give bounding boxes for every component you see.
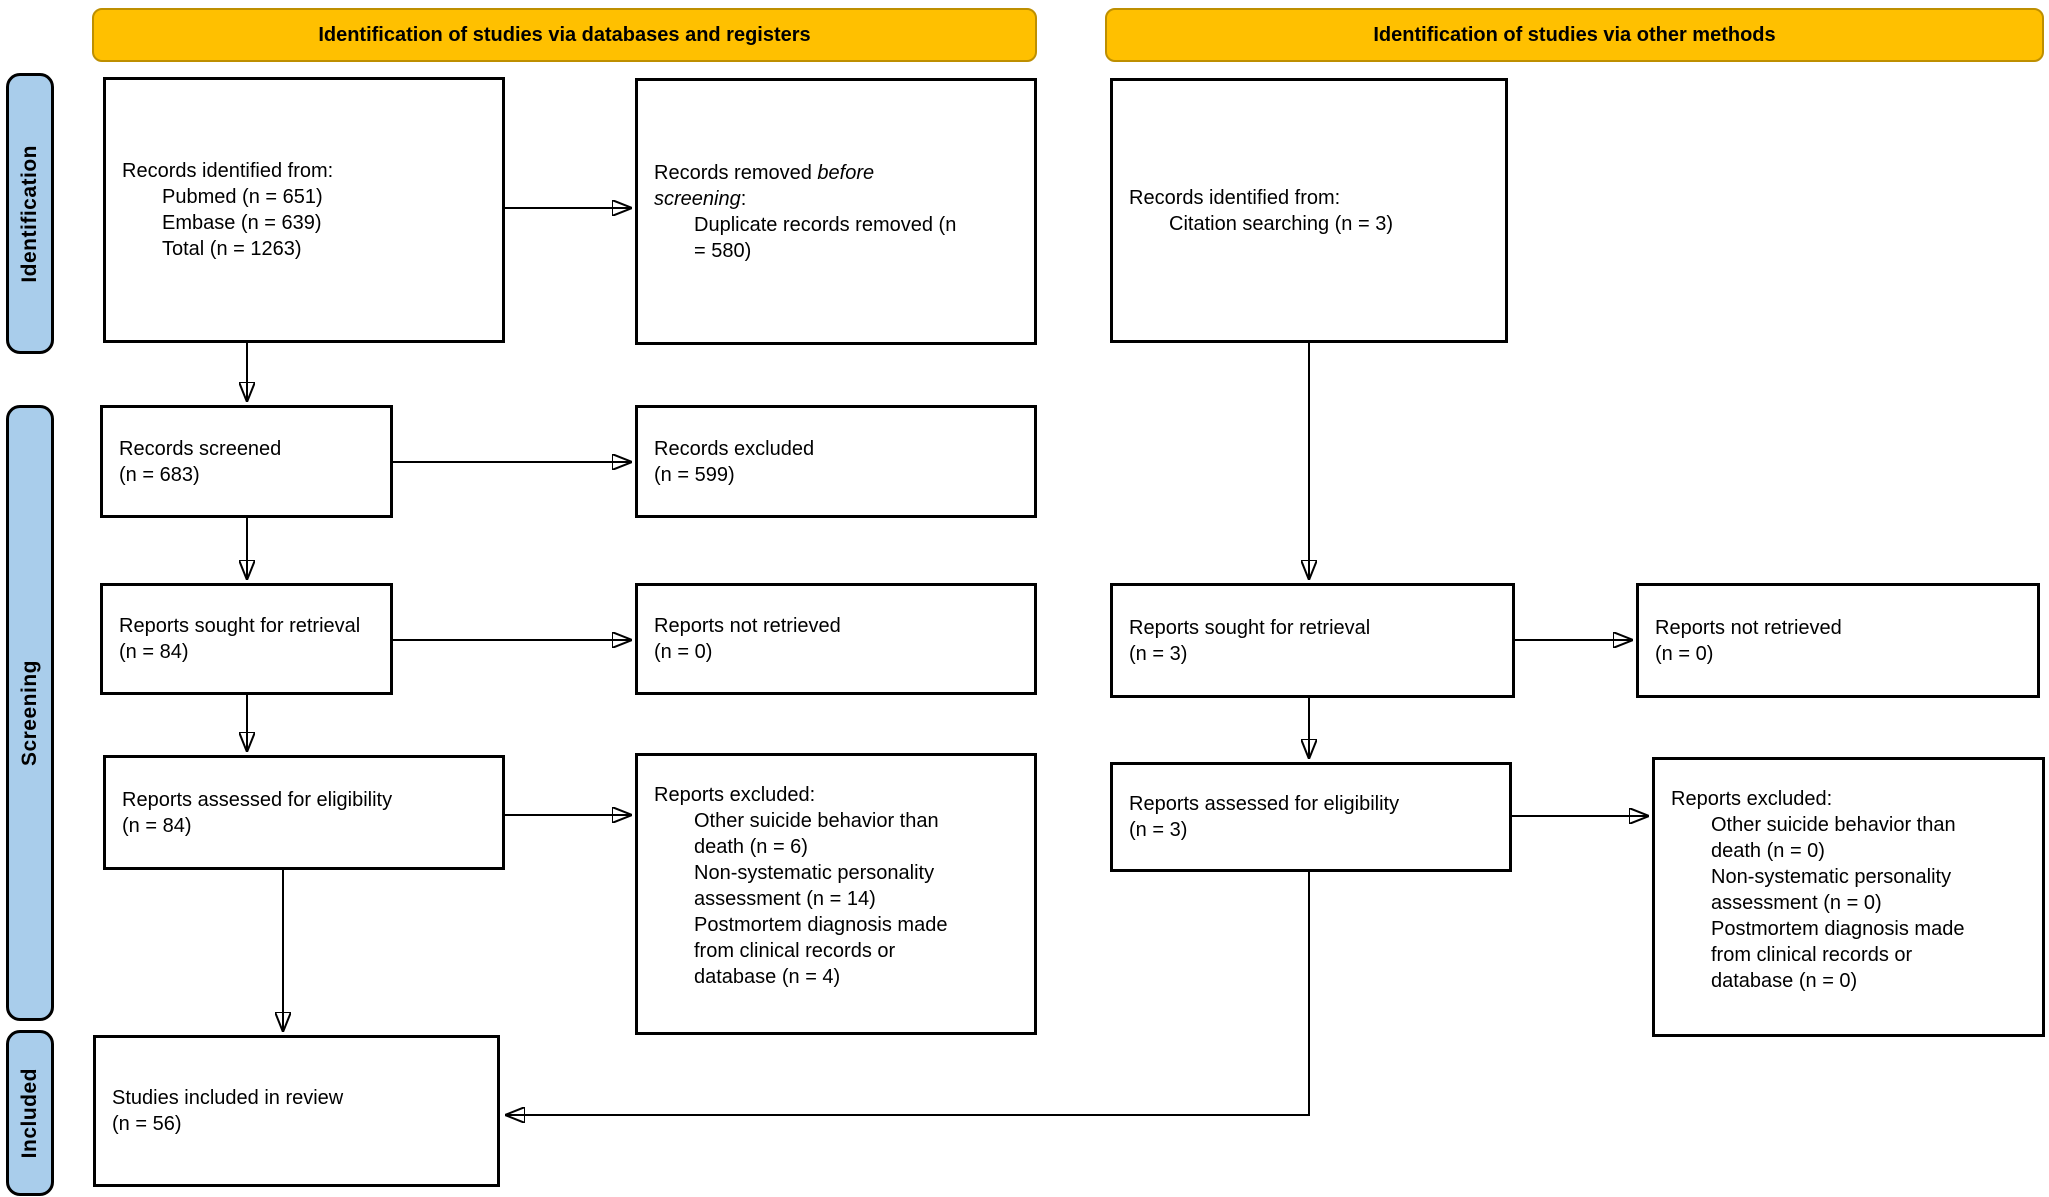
- records-removed-line2-italic: screening: [654, 187, 741, 210]
- box-reports-assessed-databases: Reports assessed for eligibility (n = 84…: [103, 755, 505, 870]
- records-removed-line2-post: :: [740, 187, 747, 210]
- box-reports-not-retrieved-other: Reports not retrieved (n = 0): [1636, 583, 2040, 698]
- db-sought-count: (n = 84): [119, 641, 189, 663]
- box-reports-assessed-other: Reports assessed for eligibility (n = 3): [1110, 762, 1512, 872]
- header-other-methods-label: Identification of studies via other meth…: [1373, 23, 1776, 46]
- records-screened-count: (n = 683): [119, 463, 200, 486]
- other-sought-title: Reports sought for retrieval: [1129, 616, 1371, 639]
- other-not-retrieved-title: Reports not retrieved: [1655, 616, 1842, 639]
- other-assessed-count: (n = 3): [1129, 819, 1188, 841]
- db-assessed-title: Reports assessed for eligibility: [122, 788, 393, 811]
- box-studies-included: Studies included in review (n = 56): [93, 1035, 500, 1187]
- db-excluded-reason-3: Postmortem diagnosis made from clinical …: [694, 914, 948, 988]
- box-records-screened: Records screened (n = 683): [100, 405, 393, 518]
- other-sought-count: (n = 3): [1129, 642, 1188, 665]
- records-identified-total: Total (n = 1263): [162, 238, 302, 260]
- box-reports-sought-databases: Reports sought for retrieval (n = 84): [100, 583, 393, 695]
- box-reports-excluded-databases: Reports excluded: Other suicide behavior…: [635, 753, 1037, 1035]
- stage-label-screening-text: Screening: [18, 659, 41, 767]
- included-title: Studies included in review: [112, 1087, 344, 1109]
- other-reports-excluded-title: Reports excluded:: [1671, 788, 1833, 810]
- records-removed-line1-pre: Records removed: [654, 161, 818, 184]
- db-excluded-reason-2: Non-systematic personality assessment (n…: [694, 862, 935, 910]
- stage-label-included: Included: [6, 1030, 54, 1196]
- box-reports-excluded-other: Reports excluded: Other suicide behavior…: [1652, 757, 2045, 1037]
- db-excluded-reason-1: Other suicide behavior than death (n = 6…: [694, 810, 939, 858]
- db-reports-excluded-title: Reports excluded:: [654, 784, 816, 806]
- header-databases-registers-label: Identification of studies via databases …: [318, 23, 811, 46]
- records-removed-duplicates: Duplicate records removed (n = 580): [694, 213, 957, 262]
- stage-label-identification-text: Identification: [18, 144, 41, 283]
- box-reports-not-retrieved-databases: Reports not retrieved (n = 0): [635, 583, 1037, 695]
- records-excluded-count: (n = 599): [654, 463, 735, 486]
- header-databases-registers: Identification of studies via databases …: [92, 8, 1037, 62]
- box-records-identified-databases: Records identified from: Pubmed (n = 651…: [103, 77, 505, 343]
- box-records-identified-other: Records identified from: Citation search…: [1110, 78, 1508, 343]
- db-assessed-count: (n = 84): [122, 814, 192, 837]
- records-identified-pubmed: Pubmed (n = 651): [162, 186, 323, 208]
- records-removed-line1: Records removed before: [654, 160, 1024, 186]
- records-removed-line2: screening:: [654, 186, 1024, 212]
- box-records-removed-before-screening: Records removed before screening: Duplic…: [635, 78, 1037, 345]
- records-removed-line1-italic: before: [817, 161, 875, 184]
- other-excluded-reason-2: Non-systematic personality assessment (n…: [1711, 866, 1952, 914]
- stage-label-identification: Identification: [6, 73, 54, 354]
- records-identified-title: Records identified from:: [122, 160, 334, 182]
- db-not-retrieved-title: Reports not retrieved: [654, 615, 841, 637]
- other-identified-title: Records identified from:: [1129, 186, 1341, 209]
- box-records-excluded: Records excluded (n = 599): [635, 405, 1037, 518]
- other-not-retrieved-count: (n = 0): [1655, 642, 1714, 665]
- db-sought-title: Reports sought for retrieval: [119, 615, 361, 637]
- db-not-retrieved-count: (n = 0): [654, 641, 713, 663]
- other-assessed-title: Reports assessed for eligibility: [1129, 793, 1400, 815]
- other-excluded-reason-3: Postmortem diagnosis made from clinical …: [1711, 918, 1965, 992]
- header-other-methods: Identification of studies via other meth…: [1105, 8, 2044, 62]
- records-excluded-title: Records excluded: [654, 437, 815, 460]
- stage-label-included-text: Included: [18, 1067, 41, 1159]
- records-screened-title: Records screened: [119, 437, 282, 460]
- records-identified-embase: Embase (n = 639): [162, 212, 322, 234]
- other-identified-citation: Citation searching (n = 3): [1169, 212, 1394, 235]
- other-excluded-reason-1: Other suicide behavior than death (n = 0…: [1711, 814, 1956, 862]
- included-count: (n = 56): [112, 1113, 182, 1135]
- box-reports-sought-other: Reports sought for retrieval (n = 3): [1110, 583, 1515, 698]
- stage-label-screening: Screening: [6, 405, 54, 1021]
